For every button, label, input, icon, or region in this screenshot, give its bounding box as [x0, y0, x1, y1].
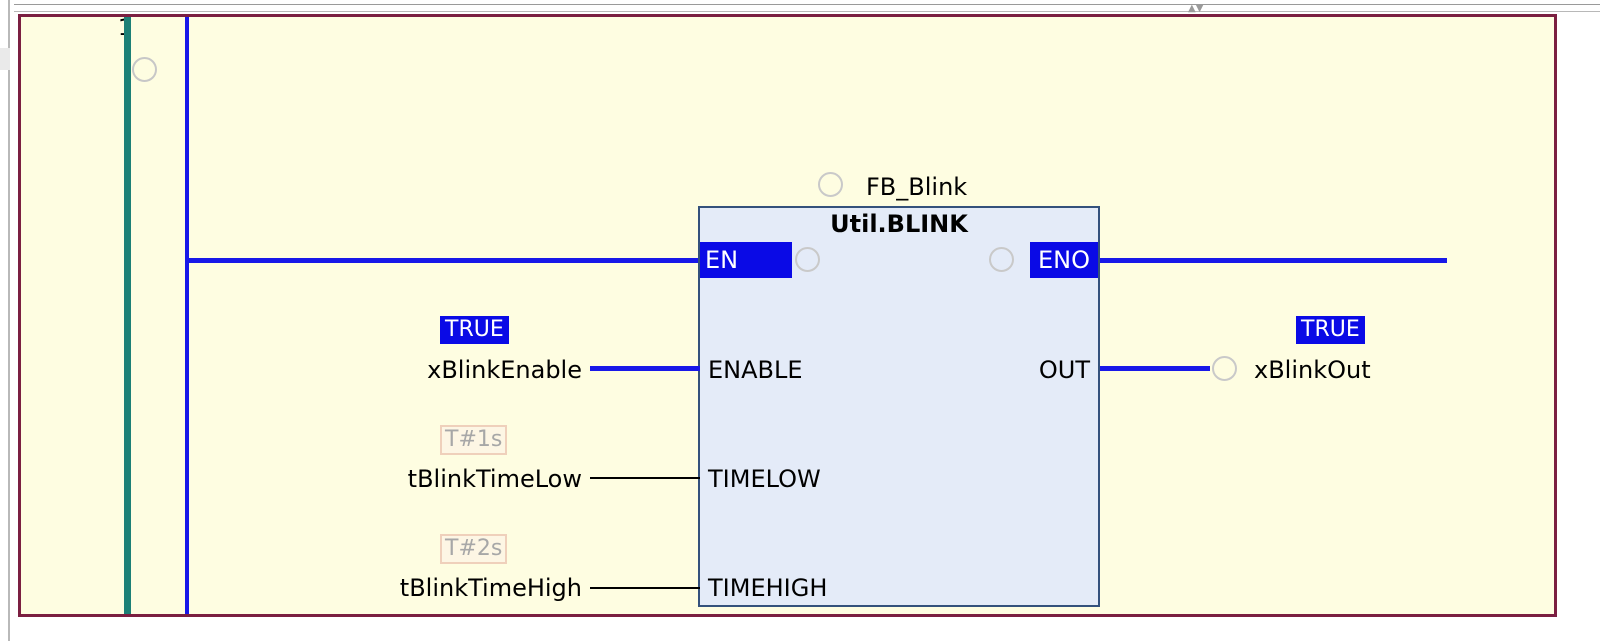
timehigh-value-badge: T#2s	[440, 534, 508, 564]
pin-out: OUT	[1038, 356, 1090, 384]
editor-left-border	[8, 0, 10, 641]
fb-type-name: Util.BLINK	[830, 210, 968, 238]
pin-eno[interactable]: ENO	[1030, 242, 1098, 278]
energized-rail	[185, 17, 189, 614]
output-coil-icon[interactable]	[1212, 356, 1237, 381]
out-variable[interactable]: xBlinkOut	[1254, 356, 1371, 384]
pin-enable: ENABLE	[708, 356, 803, 384]
timehigh-wire	[590, 587, 700, 589]
enable-variable[interactable]: xBlinkEnable	[427, 356, 582, 384]
pin-en[interactable]: EN	[700, 242, 792, 278]
timehigh-variable[interactable]: tBlinkTimeHigh	[399, 574, 582, 602]
enable-wire	[590, 366, 700, 371]
en-breakpoint-icon[interactable]	[795, 247, 820, 272]
fb-instance-name[interactable]: FB_Blink	[866, 173, 968, 201]
pin-timehigh: TIMEHIGH	[708, 574, 828, 602]
instance-breakpoint-icon[interactable]	[818, 172, 843, 197]
collapse-arrows-icon[interactable]: ▲▼	[1188, 3, 1204, 14]
timelow-value-badge: T#1s	[440, 425, 508, 455]
eno-breakpoint-icon[interactable]	[989, 247, 1014, 272]
breakpoint-marker-icon[interactable]	[132, 57, 157, 82]
editor-gutter-stub	[0, 48, 10, 70]
timelow-variable[interactable]: tBlinkTimeLow	[407, 465, 582, 493]
en-wire	[189, 258, 700, 263]
pin-timelow: TIMELOW	[708, 465, 821, 493]
timelow-wire	[590, 477, 700, 479]
editor-top-border	[14, 4, 1600, 12]
eno-wire	[1100, 258, 1447, 263]
out-wire	[1100, 366, 1210, 371]
left-power-rail	[124, 17, 131, 614]
enable-value-badge: TRUE	[440, 316, 509, 344]
out-value-badge: TRUE	[1296, 316, 1365, 344]
